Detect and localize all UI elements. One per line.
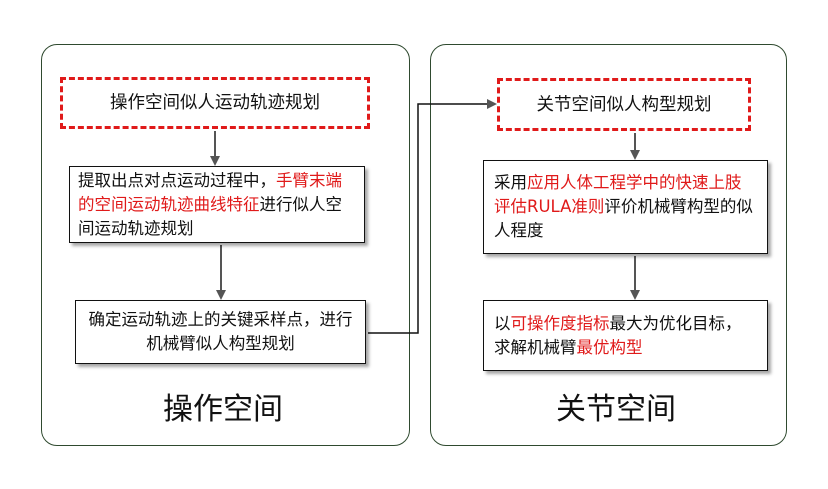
joint-space-label: 关节空间 [556,392,676,427]
opt-text-highlight-2: 最优构型 [576,337,643,357]
rula-text-part3: 评价机械臂构型的似人程度 [494,197,753,240]
rula-evaluation-text: 采用应用人体工程学中的快速上肢评估RULA准则评价机械臂构型的似人程度 [494,171,757,243]
arrow-confirm-to-joint-title [368,99,497,334]
optimal-configuration-text: 以可操作度指标最大为优化目标，求解机械臂最优构型 [494,312,757,360]
joint-space-title-box: 关节空间似人构型规划 [497,78,751,131]
operation-space-title-text: 操作空间似人运动轨迹规划 [110,93,320,113]
extract-text-part1: 提取出点对点运动过程中， [78,170,276,190]
opt-text-part3: 最大为优化目标，求解机械臂 [494,313,742,357]
opt-text-part1: 以 [494,313,511,333]
operation-space-title-box: 操作空间似人运动轨迹规划 [60,77,370,129]
trajectory-extraction-box: 提取出点对点运动过程中，手臂末端的空间运动轨迹曲线特征进行似人空间运动轨迹规划 [69,166,365,243]
key-sampling-points-text: 确定运动轨迹上的关键采样点，进行机械臂似人构型规划 [88,310,353,353]
extract-text-part3: 进行似人空间运动轨迹规划 [78,194,342,238]
operation-space-label: 操作空间 [163,392,283,427]
extract-text-highlight: 手臂末端的空间运动轨迹曲线特征 [78,170,342,214]
rula-text-highlight: 应用人体工程学中的快速上肢评估RULA准则 [494,173,742,216]
trajectory-extraction-text: 提取出点对点运动过程中，手臂末端的空间运动轨迹曲线特征进行似人空间运动轨迹规划 [78,169,356,241]
opt-text-highlight-1: 可操作度指标 [510,313,610,333]
rula-text-part1: 采用 [494,173,527,192]
joint-space-title-text: 关节空间似人构型规划 [536,94,712,115]
optimal-configuration-box: 以可操作度指标最大为优化目标，求解机械臂最优构型 [483,300,768,371]
key-sampling-points-box: 确定运动轨迹上的关键采样点，进行机械臂似人构型规划 [75,300,366,364]
rula-evaluation-box: 采用应用人体工程学中的快速上肢评估RULA准则评价机械臂构型的似人程度 [483,160,768,254]
